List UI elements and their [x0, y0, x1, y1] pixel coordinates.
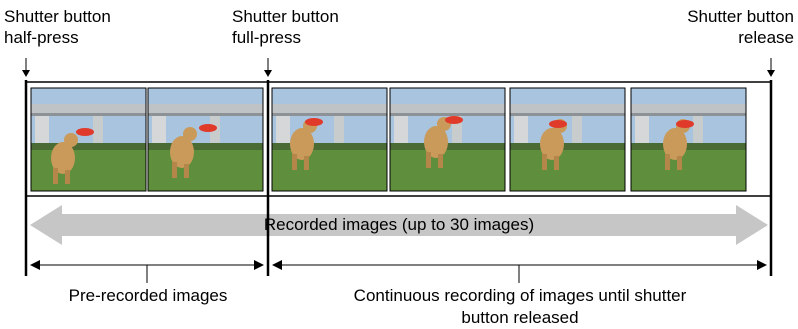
photo-frame-3	[271, 87, 388, 192]
photo-frame-1	[30, 87, 147, 192]
pre-recorded-span-arrow	[30, 260, 264, 283]
down-arrow-full-press	[264, 58, 272, 77]
label-release: Shutter button release	[687, 7, 794, 47]
down-arrow-half-press	[22, 58, 30, 77]
label-full-press: Shutter button full-press	[232, 7, 339, 47]
recorded-images-label: Recorded images (up to 30 images)	[263, 215, 535, 234]
photo-frame-2	[147, 87, 264, 192]
film-strip	[25, 81, 772, 197]
photo-frame-4	[389, 87, 506, 192]
label-half-press: Shutter button half-press	[4, 7, 111, 47]
photo-frame-5	[509, 87, 626, 192]
photo-frame-6	[630, 87, 747, 192]
continuous-recording-label: Continuous recording of images until shu…	[353, 286, 687, 327]
recorded-images-band	[30, 205, 768, 245]
pre-recorded-label: Pre-recorded images	[68, 286, 228, 305]
continuous-span-arrow	[272, 260, 767, 283]
down-arrow-release	[767, 58, 775, 77]
